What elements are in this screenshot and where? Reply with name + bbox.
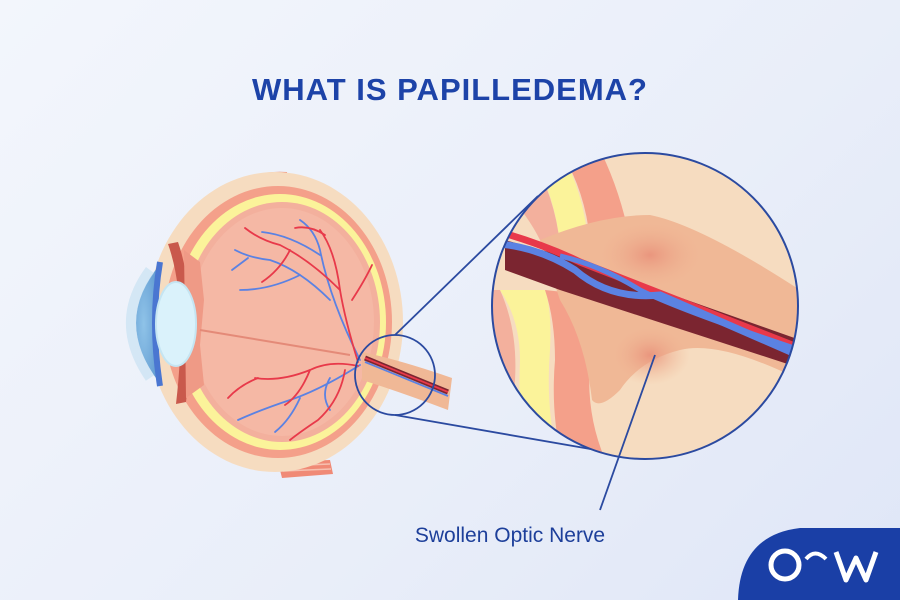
callout-line (599, 354, 656, 511)
brand-logo (738, 528, 900, 600)
page-title: WHAT IS PAPILLEDEMA? (252, 72, 648, 107)
retinal-arteries (227, 226, 373, 441)
cornea (126, 261, 163, 387)
swollen-optic-nerve-label: Swollen Optic Nerve (414, 524, 606, 547)
lens (155, 281, 197, 367)
magnifier-circle (491, 152, 799, 460)
